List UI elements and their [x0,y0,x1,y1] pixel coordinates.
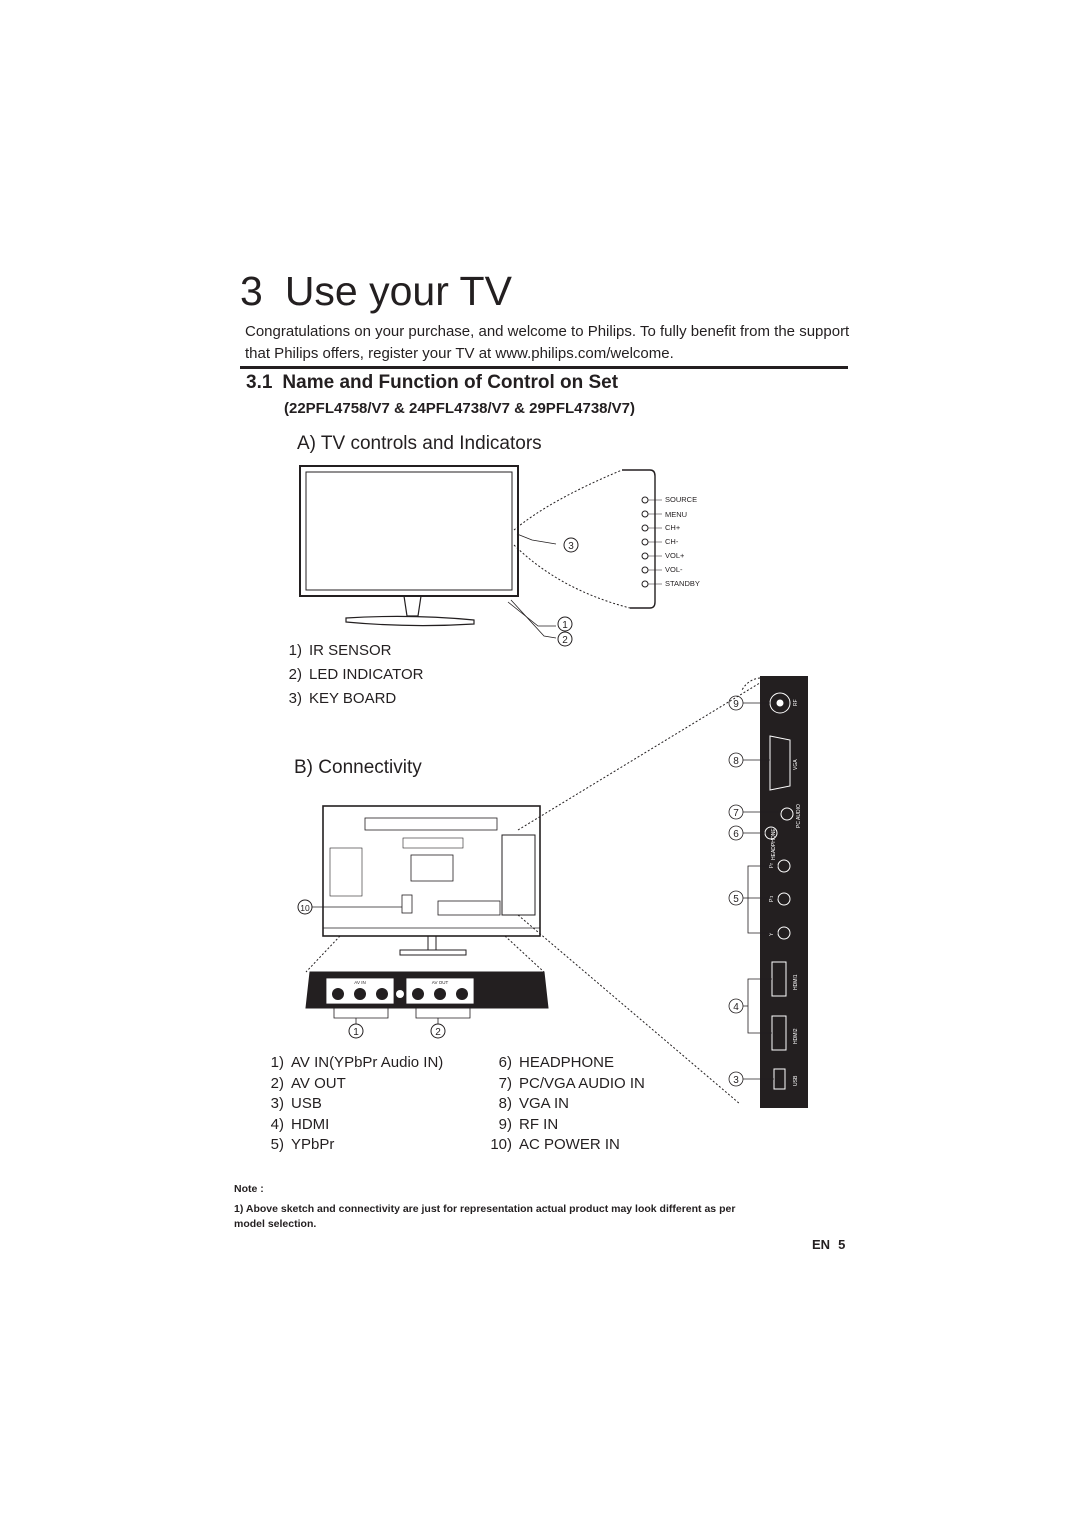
panel-label-headphone: HEADPHONE [771,828,777,860]
list-item: 2)AV OUT [270,1074,346,1092]
key-label-vol-up: VOL+ [665,551,685,560]
av-out-label: AV OUT [432,980,449,985]
section-number: 3.1 [246,372,273,393]
keyboard-labels: SOURCE MENU CH+ CH- VOL+ VOL- STANDBY [665,495,700,588]
page-number: 5 [838,1237,846,1252]
tv-stand-base [345,615,475,627]
panel-label-hdmi2: HDMI2 [793,1028,799,1044]
callout-3-circle [563,537,579,553]
key-label-ch-up: CH+ [665,523,681,532]
callout-2-circle [557,631,573,647]
section-divider [240,366,848,369]
av-in-label: AV IN [354,980,365,985]
list-item: 9)RF IN [498,1115,559,1133]
ac-power-socket [401,894,413,914]
page-footer: EN 5 [812,1237,845,1252]
note-heading: Note : [234,1183,264,1195]
chapter-number: 3 [240,268,263,314]
list-item: 10)AC POWER IN [490,1136,620,1153]
list-item: 3)KEY BOARD [288,690,397,707]
list-item: 3)USB [270,1095,322,1112]
key-label-source: SOURCE [665,495,697,504]
panel-label-usb: USB [793,1075,799,1086]
callout-b2: 2 [435,1027,441,1038]
part-a-heading: A) TV controls and Indicators [297,433,542,454]
tv-front-diagram [299,465,656,639]
callout-b1: 1 [353,1027,359,1038]
callout-b2-circle [430,1023,446,1039]
side-io-block [501,834,536,916]
section-title: Name and Function of Control on Set [282,372,619,393]
pc-audio-port [780,807,794,821]
keyboard-buttons [641,496,662,588]
callout-b10: 10 [300,903,310,913]
vent-grille [364,817,498,831]
callout-2: 2 [562,635,568,646]
callout-b1-circle [348,1023,364,1039]
callout-b3: 3 [733,1075,739,1086]
tv-stand-neck [403,595,422,617]
key-label-standby: STANDBY [665,579,700,588]
callout-b4: 4 [733,1002,739,1013]
panel-label-pr: Pr [769,863,775,868]
note-text: 1) Above sketch and connectivity are jus… [234,1203,736,1230]
intro-paragraph: Congratulations on your purchase, and we… [245,323,850,362]
callout-1-circle [557,616,573,632]
vga-port [769,735,791,791]
page-lang: EN [812,1237,831,1252]
panel-label-y: Y [769,932,775,936]
chapter-title-text: Use your TV [284,268,512,314]
section-heading: 3.1 Name and Function of Control on Set [246,372,618,394]
side-connector-panel: RF VGA PC AUDIO HEADPHONE Pr Pb Y HDMI1 … [760,676,808,1108]
callout-b6: 6 [733,829,739,840]
callout-b9: 9 [733,699,739,710]
list-item: 4)HDMI [270,1115,330,1133]
list-item: 8)VGA IN [498,1095,570,1112]
panel-label-rf: RF [793,699,799,706]
model-list: (22PFL4758/V7 & 24PFL4738/V7 & 29PFL4738… [284,400,636,417]
list-item: 7)PC/VGA AUDIO IN [498,1074,645,1092]
callout-b8: 8 [733,756,739,767]
key-label-ch-down: CH- [665,537,679,546]
part-b-heading: B) Connectivity [294,757,422,778]
key-label-vol-down: VOL- [665,565,683,574]
panel-label-vga: VGA [793,759,799,770]
key-label-menu: MENU [665,510,687,519]
chapter-title: 3 Use your TV [240,268,512,315]
callout-3: 3 [568,541,574,552]
part-a-list: 1)IR SENSOR 2)LED INDICATOR 3)KEY BOARD [286,639,424,711]
tv-bezel [299,465,519,597]
part-b-list-right: 6)HEADPHONE 7)PC/VGA AUDIO IN 8)VGA IN 9… [486,1053,645,1156]
callout-b5: 5 [733,894,739,905]
panel-label-hdmi1: HDMI1 [793,974,799,990]
list-item: 6)HEADPHONE [498,1054,615,1071]
part-b-list-left: 1)AV IN(YPbPr Audio IN) 2)AV OUT 3)USB 4… [258,1053,444,1156]
keyboard-panel [622,469,656,609]
panel-label-pc-audio: PC AUDIO [796,804,802,828]
callout-b7: 7 [733,808,739,819]
list-item: 1)AV IN(YPbPr Audio IN) [270,1054,444,1071]
panel-label-pb: Pb [769,896,775,902]
pb-port [777,892,791,906]
part-a-callouts [557,537,579,647]
tv-screen [305,471,513,591]
side-panel-body [760,676,808,1108]
callout-1: 1 [562,620,568,631]
tv-back-housing [322,805,541,937]
list-item: 2)LED INDICATOR [288,666,424,683]
list-item: 5)YPbPr [270,1136,335,1153]
bottom-connectors: AV IN AV OUT [325,977,475,1005]
list-item: 1)IR SENSOR [288,642,392,659]
